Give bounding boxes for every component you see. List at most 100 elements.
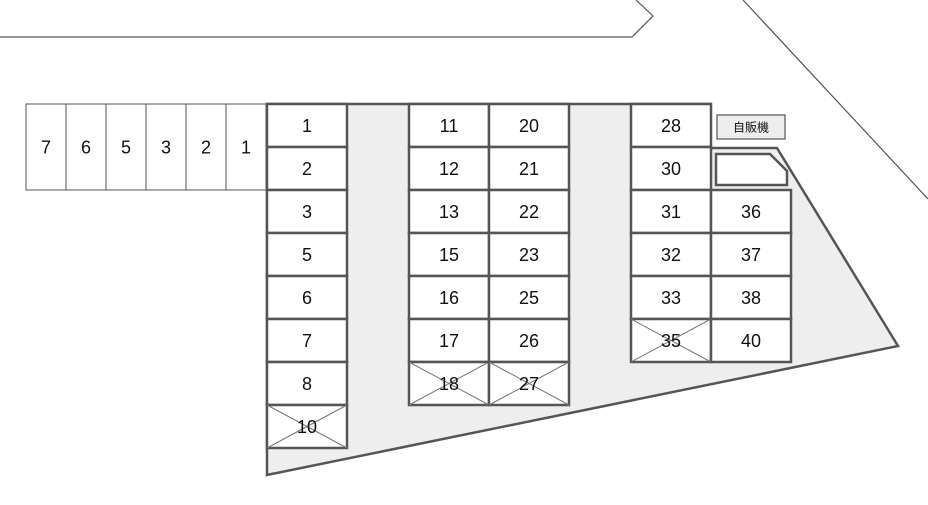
parking-space-number: 21 bbox=[519, 159, 539, 179]
parking-space: 25 bbox=[487, 274, 571, 321]
parking-space: 7 bbox=[265, 317, 349, 364]
parking-space: 37 bbox=[709, 231, 793, 278]
road-diagonal-line bbox=[742, 0, 928, 200]
parking-space-number: 6 bbox=[302, 288, 312, 308]
parking-space-box bbox=[629, 145, 713, 192]
parking-space-number: 7 bbox=[302, 331, 312, 351]
parking-space-number: 36 bbox=[741, 202, 761, 222]
parking-space: 2 bbox=[185, 103, 227, 191]
parking-space-box bbox=[265, 102, 349, 149]
parking-space-box bbox=[629, 274, 713, 321]
parking-space: 33 bbox=[629, 274, 713, 321]
parking-space: 26 bbox=[487, 317, 571, 364]
vending-machine-label: 自販機 bbox=[733, 120, 769, 135]
parking-space: 3 bbox=[265, 188, 349, 235]
parking-space-number: 3 bbox=[161, 138, 171, 158]
parking-space-box bbox=[265, 188, 349, 235]
parking-space-box bbox=[487, 188, 571, 235]
parking-space-number: 27 bbox=[519, 374, 539, 394]
parking-space: 16 bbox=[407, 274, 491, 321]
parking-space: 2 bbox=[265, 145, 349, 192]
parking-space: 23 bbox=[487, 231, 571, 278]
parking-space-number: 5 bbox=[121, 138, 131, 158]
parking-space-number: 40 bbox=[741, 331, 761, 351]
parking-space-number: 3 bbox=[302, 202, 312, 222]
unavailable-cross-mark bbox=[488, 361, 570, 406]
parking-space-box bbox=[265, 274, 349, 321]
parking-space-box bbox=[407, 102, 491, 149]
parking-space: 27 bbox=[487, 360, 571, 407]
unavailable-cross-mark bbox=[630, 318, 712, 363]
parking-space-number: 35 bbox=[661, 331, 681, 351]
parking-space-box bbox=[265, 360, 349, 407]
parking-space: 5 bbox=[265, 231, 349, 278]
parking-space-box bbox=[709, 274, 793, 321]
parking-space: 13 bbox=[407, 188, 491, 235]
parking-space: 36 bbox=[709, 188, 793, 235]
parking-lot-area bbox=[265, 102, 900, 477]
parking-space-box bbox=[65, 103, 107, 191]
parking-space-number: 2 bbox=[201, 138, 211, 158]
parking-space: 7 bbox=[25, 103, 67, 191]
parking-space-box bbox=[709, 317, 793, 364]
parking-space-box bbox=[487, 274, 571, 321]
parking-space: 6 bbox=[65, 103, 107, 191]
parking-space: 35 bbox=[629, 317, 713, 364]
parking-space-box bbox=[185, 103, 227, 191]
parking-space-box bbox=[25, 103, 67, 191]
parking-space-box bbox=[265, 145, 349, 192]
parking-space-number: 25 bbox=[519, 288, 539, 308]
parking-space-number: 7 bbox=[41, 138, 51, 158]
parking-space: 22 bbox=[487, 188, 571, 235]
parking-space: 1 bbox=[225, 103, 267, 191]
parking-space-box bbox=[487, 317, 571, 364]
parking-space: 40 bbox=[709, 317, 793, 364]
parking-space: 5 bbox=[105, 103, 147, 191]
parking-space: 28 bbox=[629, 102, 713, 149]
parking-space-number: 1 bbox=[302, 116, 312, 136]
small-structure bbox=[714, 152, 789, 187]
parking-space: 6 bbox=[265, 274, 349, 321]
parking-space: 11 bbox=[407, 102, 491, 149]
parking-space-number: 8 bbox=[302, 374, 312, 394]
parking-space-number: 6 bbox=[81, 138, 91, 158]
parking-space-box bbox=[629, 188, 713, 235]
parking-space: 15 bbox=[407, 231, 491, 278]
parking-space: 1 bbox=[265, 102, 349, 149]
parking-space-box bbox=[407, 231, 491, 278]
parking-space-number: 20 bbox=[519, 116, 539, 136]
parking-space-box bbox=[265, 231, 349, 278]
parking-space: 3 bbox=[145, 103, 187, 191]
parking-space-box bbox=[629, 231, 713, 278]
parking-space-number: 15 bbox=[439, 245, 459, 265]
vending-machine: 自販機 bbox=[716, 114, 786, 140]
parking-space-number: 2 bbox=[302, 159, 312, 179]
parking-space-number: 32 bbox=[661, 245, 681, 265]
parking-space: 32 bbox=[629, 231, 713, 278]
parking-space-box bbox=[629, 102, 713, 149]
parking-space-number: 28 bbox=[661, 116, 681, 136]
parking-space: 12 bbox=[407, 145, 491, 192]
parking-space-number: 5 bbox=[302, 245, 312, 265]
parking-space: 17 bbox=[407, 317, 491, 364]
parking-space-number: 31 bbox=[661, 202, 681, 222]
parking-space-number: 13 bbox=[439, 202, 459, 222]
parking-space-box bbox=[709, 188, 793, 235]
parking-space-box bbox=[487, 231, 571, 278]
parking-space: 10 bbox=[265, 403, 349, 450]
parking-space-number: 16 bbox=[439, 288, 459, 308]
parking-space: 30 bbox=[629, 145, 713, 192]
parking-space-number: 37 bbox=[741, 245, 761, 265]
parking-space-number: 10 bbox=[297, 417, 317, 437]
parking-space: 8 bbox=[265, 360, 349, 407]
parking-space: 38 bbox=[709, 274, 793, 321]
parking-space-number: 23 bbox=[519, 245, 539, 265]
parking-space-number: 12 bbox=[439, 159, 459, 179]
parking-space-number: 18 bbox=[439, 374, 459, 394]
unavailable-cross-mark bbox=[408, 361, 490, 406]
parking-space-number: 1 bbox=[241, 138, 251, 158]
parking-space-box bbox=[265, 317, 349, 364]
parking-space-number: 38 bbox=[741, 288, 761, 308]
